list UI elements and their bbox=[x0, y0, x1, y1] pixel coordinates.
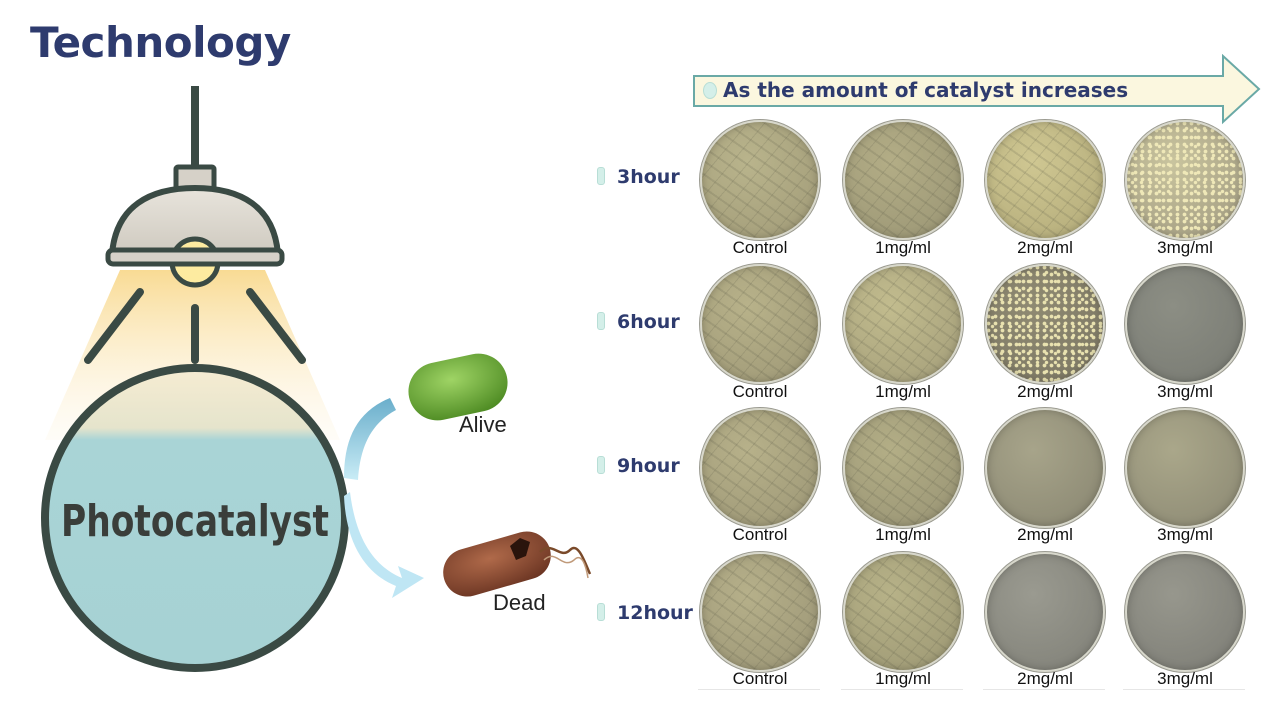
petri-dish bbox=[985, 264, 1105, 384]
alive-label: Alive bbox=[459, 412, 507, 437]
dish-label: 1mg/ml bbox=[875, 669, 931, 688]
petri-dish bbox=[700, 120, 820, 240]
petri-dish bbox=[843, 264, 963, 384]
dish-label: 1mg/ml bbox=[875, 525, 931, 544]
trend-bullet-icon bbox=[703, 82, 717, 99]
petri-dish bbox=[985, 120, 1105, 240]
row-label-3: 9hour bbox=[597, 455, 697, 483]
photocatalyst-illustration: Photocatalyst bbox=[41, 86, 592, 672]
dish-label: 3mg/ml bbox=[1157, 669, 1213, 688]
petri-dish bbox=[985, 552, 1105, 672]
petri-dish bbox=[1125, 120, 1245, 240]
row-label-2: 6hour bbox=[597, 311, 697, 339]
petri-dish bbox=[1125, 408, 1245, 528]
petri-dish bbox=[700, 552, 820, 672]
petri-dish bbox=[985, 408, 1105, 528]
row-label-text: 9hour bbox=[617, 455, 680, 477]
dish-label: Control bbox=[732, 382, 788, 401]
dish-label: 2mg/ml bbox=[1017, 525, 1073, 544]
petri-dish bbox=[700, 408, 820, 528]
dead-label: Dead bbox=[493, 590, 546, 615]
row-bullet-icon bbox=[597, 167, 605, 185]
alive-bacterium-icon bbox=[408, 353, 508, 421]
dish-label: 1mg/ml bbox=[875, 238, 931, 257]
dish-label: 2mg/ml bbox=[1017, 382, 1073, 401]
dish-label: Control bbox=[732, 238, 788, 257]
dish-label: 3mg/ml bbox=[1157, 238, 1213, 257]
row-label-text: 3hour bbox=[617, 166, 680, 188]
petri-dish bbox=[843, 408, 963, 528]
dish-label: 3mg/ml bbox=[1157, 525, 1213, 544]
grid-divider bbox=[841, 689, 963, 690]
sphere-label: Photocatalyst bbox=[61, 496, 329, 547]
trend-arrow-icon bbox=[693, 54, 1261, 125]
photocatalyst-sphere: Photocatalyst bbox=[41, 364, 349, 672]
row-label-text: 6hour bbox=[617, 311, 680, 333]
row-label-text: 12hour bbox=[617, 602, 693, 624]
grid-divider bbox=[698, 689, 820, 690]
slide-title: Technology bbox=[30, 18, 291, 67]
row-bullet-icon bbox=[597, 312, 605, 330]
dish-label: 3mg/ml bbox=[1157, 382, 1213, 401]
petri-dish bbox=[700, 264, 820, 384]
petri-dish bbox=[843, 552, 963, 672]
dish-label: Control bbox=[732, 525, 788, 544]
ceiling-lamp-icon bbox=[84, 86, 306, 364]
petri-dish bbox=[1125, 264, 1245, 384]
trend-arrow-banner: As the amount of catalyst increases bbox=[693, 54, 1263, 126]
row-bullet-icon bbox=[597, 603, 605, 621]
trend-text: As the amount of catalyst increases bbox=[723, 78, 1129, 102]
row-label-1: 3hour bbox=[597, 166, 697, 194]
dish-label: 1mg/ml bbox=[875, 382, 931, 401]
petri-dish bbox=[843, 120, 963, 240]
row-bullet-icon bbox=[597, 456, 605, 474]
dish-label: Control bbox=[732, 669, 788, 688]
dish-label: 2mg/ml bbox=[1017, 238, 1073, 257]
petri-dish bbox=[1125, 552, 1245, 672]
grid-divider bbox=[1123, 689, 1245, 690]
dead-bacterium-icon bbox=[443, 531, 592, 597]
dish-label: 2mg/ml bbox=[1017, 669, 1073, 688]
curved-arrow bbox=[344, 398, 424, 598]
row-label-4: 12hour bbox=[597, 602, 697, 630]
grid-divider bbox=[983, 689, 1105, 690]
